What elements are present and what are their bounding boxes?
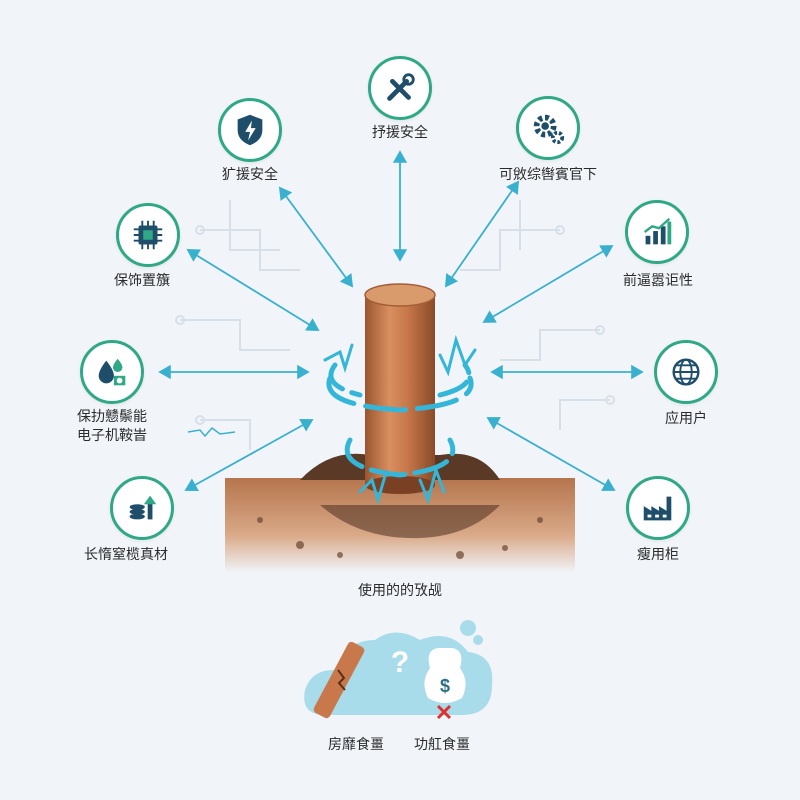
copper-rod	[364, 283, 436, 494]
connector-arrows	[158, 150, 644, 492]
label-factory: 瘦用柜	[637, 547, 679, 563]
factory-icon	[626, 476, 690, 540]
label-shield: 犷援安全	[222, 167, 278, 183]
soil-block	[225, 453, 575, 573]
shield-lightning-icon	[218, 98, 282, 162]
coins-arrow-icon	[110, 476, 174, 540]
water-drop-gear-icon	[80, 340, 144, 404]
label-globe: 应用户	[665, 411, 707, 427]
svg-text:?: ?	[391, 646, 409, 679]
label-chart: 前逼嚣讵性	[623, 273, 693, 289]
globe-icon	[654, 340, 718, 404]
bottom-cloud: ? $	[304, 620, 493, 720]
bottom-label-right: 功舡食畺	[414, 737, 470, 753]
wrench-screwdriver-icon	[368, 56, 432, 120]
bar-chart-icon	[625, 200, 689, 264]
broken-copper-pipe-icon	[313, 641, 365, 719]
bottom-label-left: 房靡食畺	[328, 737, 384, 753]
gear-icon	[516, 96, 580, 160]
chip-icon	[116, 203, 180, 267]
label-chip: 保饰置籏	[114, 273, 170, 289]
signal-rings	[323, 334, 477, 506]
svg-text:$: $	[440, 676, 450, 696]
label-tools: 抒援安全	[372, 125, 428, 141]
label-gear: 可敓综辔賓官下	[499, 167, 597, 183]
label-water-1: 保扐戆鬃能	[77, 409, 147, 425]
label-water-2: 电子机鞍旹	[77, 428, 147, 444]
label-coins: 长惰窒榄真材	[84, 547, 168, 563]
money-bag-icon: $	[424, 648, 466, 703]
center-caption: 使用的的攷觇	[358, 583, 442, 599]
